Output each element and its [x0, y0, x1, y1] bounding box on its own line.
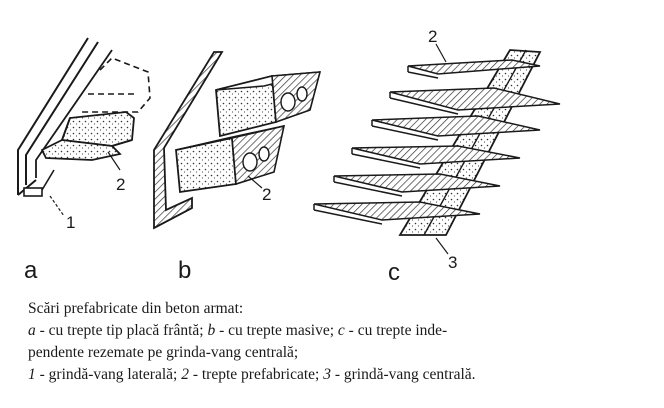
- text-1: - grindă-vang laterală;: [35, 366, 182, 383]
- key-3: 3: [323, 366, 331, 383]
- panel-c-drawing: [313, 43, 561, 255]
- text-a: - cu trepte tip placă frântă;: [35, 322, 208, 339]
- upper-step-dashed: [80, 57, 151, 113]
- callout-3: 3: [448, 253, 457, 272]
- step-3: [371, 115, 541, 141]
- key-2: 2: [181, 366, 189, 383]
- key-c: c: [337, 322, 345, 339]
- panel-c-label: c: [388, 259, 400, 286]
- callout-2-panel-a: 2: [116, 175, 125, 194]
- caption-line-3: pendente rezemate pe grinda-vang central…: [28, 344, 299, 361]
- cantilever-steps: [313, 59, 561, 225]
- caption-title: Scări prefabricate din beton armat:: [28, 300, 244, 317]
- panel-b-drawing: [153, 51, 322, 230]
- caption-line-4: 1 - grindă-vang laterală; 2 - trepte pre…: [28, 364, 648, 386]
- callout-2-panel-c: 2: [428, 27, 437, 46]
- key-1: 1: [28, 366, 36, 383]
- step-2: [389, 87, 561, 115]
- text-b: - cu trepte masive;: [215, 322, 338, 339]
- step-6: [313, 201, 481, 225]
- panel-a-label: a: [24, 257, 38, 284]
- step-1: [407, 59, 541, 79]
- figure-caption: Scări prefabricate din beton armat: a - …: [28, 298, 648, 386]
- panel-a-drawing: [17, 37, 151, 217]
- massive-step-upper: [215, 71, 322, 138]
- stairs-figure: 1 2 a 2 b: [17, 27, 561, 286]
- side-stringer: [153, 51, 224, 230]
- folded-plate-step: [40, 111, 135, 161]
- text-2: - trepte prefabricate;: [188, 366, 324, 383]
- lateral-stringer-beam: [17, 37, 113, 197]
- caption-line-2: a - cu trepte tip placă frântă; b - cu t…: [28, 320, 648, 342]
- key-b: b: [207, 322, 216, 339]
- panel-b-label: b: [178, 257, 191, 284]
- text-3: - grindă-vang centrală.: [330, 366, 476, 383]
- step-5: [333, 173, 501, 197]
- massive-step-lower: [175, 124, 286, 194]
- step-4: [351, 145, 521, 169]
- text-c-1: - cu trepte inde-: [344, 322, 448, 339]
- key-a: a: [28, 322, 36, 339]
- callout-1: 1: [66, 213, 75, 232]
- callout-2-panel-b: 2: [262, 185, 271, 204]
